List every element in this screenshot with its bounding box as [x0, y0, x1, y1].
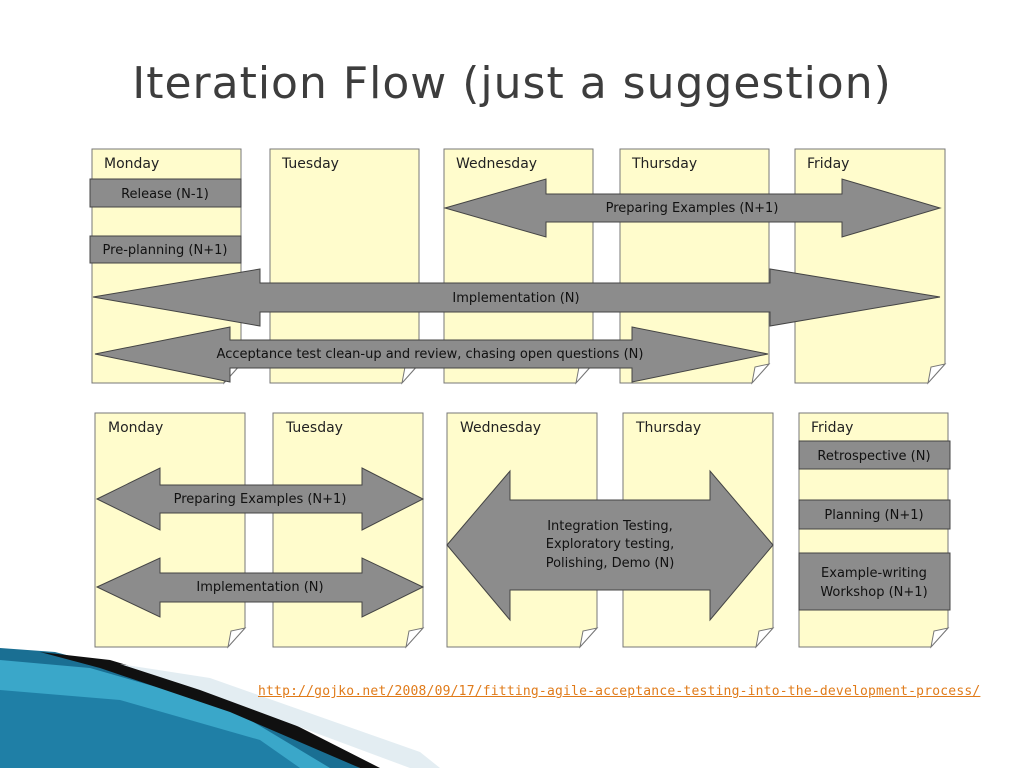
- top-day-label-thursday: Thursday: [631, 156, 697, 172]
- bottom-day-label-friday: Friday: [811, 420, 853, 436]
- integration-line3: Polishing, Demo (N): [546, 556, 675, 571]
- bottom-day-label-tuesday: Tuesday: [285, 420, 343, 436]
- integration-testing-arrow: Integration Testing, Exploratory testing…: [446, 469, 774, 622]
- release-box: Release (N-1): [89, 178, 242, 208]
- integration-line2: Exploratory testing,: [546, 537, 674, 552]
- workshop-box: Example-writing Workshop (N+1): [798, 552, 951, 611]
- top-day-label-friday: Friday: [807, 156, 849, 172]
- acceptance-label: Acceptance test clean-up and review, cha…: [217, 347, 644, 362]
- planning-box: Planning (N+1): [798, 499, 951, 530]
- source-link[interactable]: http://gojko.net/2008/09/17/fitting-agil…: [258, 684, 981, 699]
- top-day-label-tuesday: Tuesday: [281, 156, 339, 172]
- bottom-day-label-monday: Monday: [108, 420, 163, 436]
- bottom-preparing-examples-arrow: Preparing Examples (N+1): [95, 467, 425, 531]
- retrospective-label: Retrospective (N): [817, 449, 930, 464]
- bottom-diagram: Monday Tuesday Wednesday Thursday Friday…: [94, 412, 951, 649]
- bottom-note-monday: Monday: [94, 412, 247, 649]
- retrospective-box: Retrospective (N): [798, 440, 951, 470]
- bottom-implementation-arrow: Implementation (N): [95, 557, 425, 618]
- preplanning-box: Pre-planning (N+1): [89, 235, 242, 264]
- top-implementation-arrow: Implementation (N): [92, 268, 941, 327]
- bottom-implementation-label: Implementation (N): [196, 580, 323, 595]
- slide-title: Iteration Flow (just a suggestion): [132, 58, 892, 109]
- preplanning-label: Pre-planning (N+1): [103, 243, 228, 258]
- workshop-line1: Example-writing: [821, 566, 927, 581]
- top-diagram: Monday Tuesday Wednesday Thursday Friday…: [89, 148, 947, 385]
- workshop-line2: Workshop (N+1): [820, 585, 927, 600]
- top-preparing-examples-arrow: Preparing Examples (N+1): [443, 178, 942, 238]
- bottom-preparing-examples-label: Preparing Examples (N+1): [174, 492, 347, 507]
- bottom-day-label-wednesday: Wednesday: [460, 420, 541, 436]
- release-label: Release (N-1): [121, 187, 209, 202]
- top-day-label-monday: Monday: [104, 156, 159, 172]
- top-preparing-examples-label: Preparing Examples (N+1): [606, 201, 779, 216]
- top-note-friday: Friday: [794, 148, 947, 385]
- top-acceptance-arrow: Acceptance test clean-up and review, cha…: [94, 326, 769, 383]
- planning-label: Planning (N+1): [824, 508, 923, 523]
- integration-line1: Integration Testing,: [547, 519, 673, 534]
- decorative-swoosh: [0, 648, 440, 768]
- top-implementation-label: Implementation (N): [452, 291, 579, 306]
- top-day-label-wednesday: Wednesday: [456, 156, 537, 172]
- bottom-day-label-thursday: Thursday: [635, 420, 701, 436]
- bottom-note-tuesday: Tuesday: [272, 412, 425, 649]
